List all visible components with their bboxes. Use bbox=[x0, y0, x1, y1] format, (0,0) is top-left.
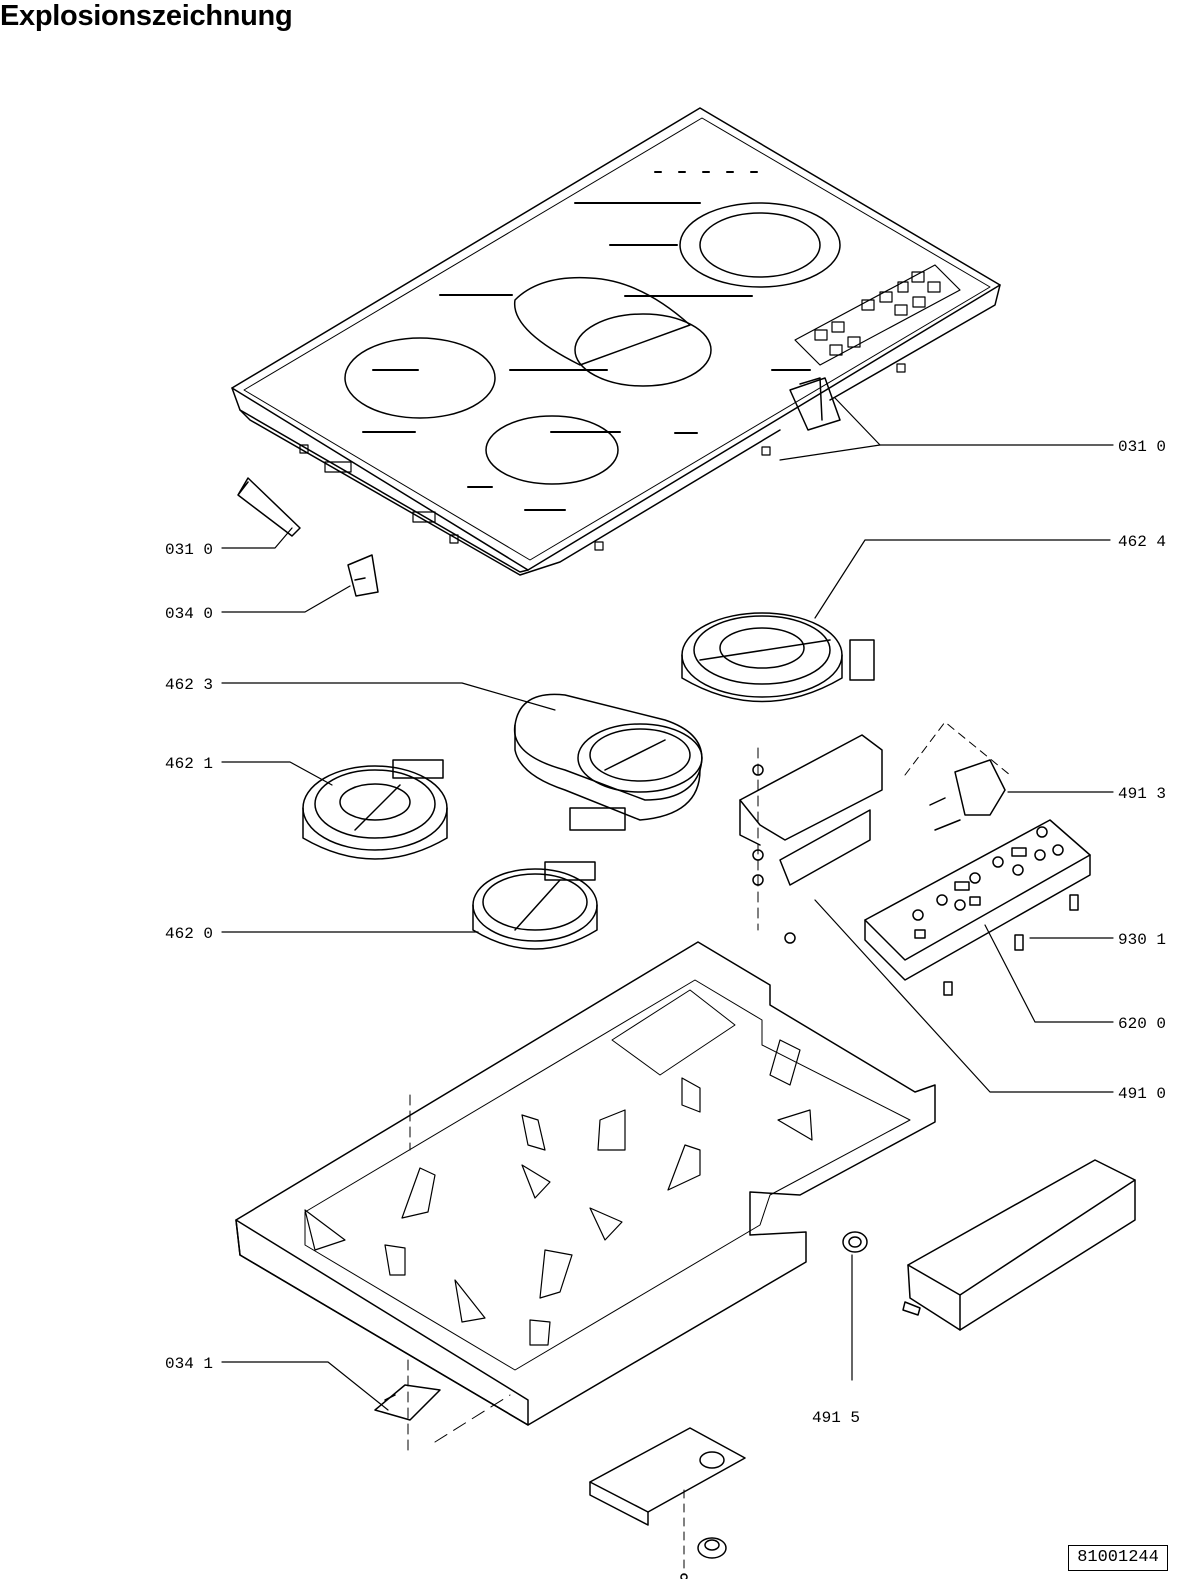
zone-marking-lines bbox=[362, 171, 811, 511]
cable-box bbox=[902, 1159, 1136, 1331]
bottom-housing bbox=[235, 941, 936, 1426]
label-031-top: 031 0 bbox=[1118, 438, 1166, 456]
label-930-1: 930 1 bbox=[1118, 931, 1166, 949]
label-462-4: 462 4 bbox=[1118, 533, 1166, 551]
label-620-0: 620 0 bbox=[1118, 1015, 1166, 1033]
leader-lines bbox=[221, 397, 1114, 1411]
label-031-left: 031 0 bbox=[165, 541, 213, 559]
label-034-0: 034 0 bbox=[165, 605, 213, 623]
part-labels: 031 0 031 0 034 0 462 4 462 3 462 1 491 … bbox=[165, 438, 1166, 1427]
document-number-box: 81001244 bbox=[1068, 1545, 1168, 1571]
control-panel-symbols bbox=[794, 264, 961, 366]
control-board-620-0 bbox=[864, 819, 1091, 996]
frame-slots bbox=[299, 363, 906, 551]
label-491-5: 491 5 bbox=[812, 1409, 860, 1427]
bracket-assembly-491-0 bbox=[739, 734, 883, 944]
cooking-zone-rings bbox=[344, 202, 841, 485]
hex-key bbox=[237, 477, 301, 537]
heating-element-462-0 bbox=[472, 861, 598, 950]
housing-tabs bbox=[304, 1039, 813, 1346]
clip bbox=[347, 554, 379, 597]
sensor-491-3 bbox=[904, 721, 1011, 831]
clip-034-1 bbox=[374, 1359, 511, 1451]
heating-element-462-3 bbox=[513, 693, 703, 831]
page-title: Explosionszeichnung bbox=[0, 0, 293, 32]
label-462-3: 462 3 bbox=[165, 676, 213, 694]
heating-element-462-1 bbox=[302, 759, 448, 860]
label-462-0: 462 0 bbox=[165, 925, 213, 943]
glass-ceramic-top bbox=[231, 107, 1001, 576]
label-034-1: 034 1 bbox=[165, 1355, 213, 1373]
cover-plate bbox=[589, 1427, 746, 1579]
mounting-bracket-top bbox=[789, 377, 841, 431]
label-491-0: 491 0 bbox=[1118, 1085, 1166, 1103]
heating-element-462-4 bbox=[681, 612, 875, 703]
label-462-1: 462 1 bbox=[165, 755, 213, 773]
label-491-3: 491 3 bbox=[1118, 785, 1166, 803]
foot-491-5 bbox=[842, 1231, 868, 1253]
